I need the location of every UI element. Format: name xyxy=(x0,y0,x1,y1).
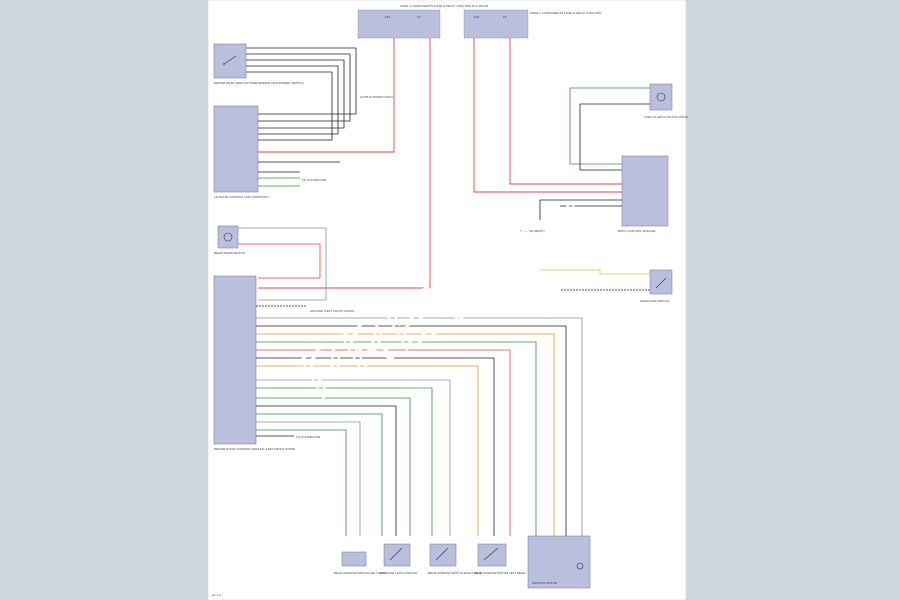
fuse-right-title: ZONE 1 COMPONENTS FUSE & RELAY JUNCTION xyxy=(530,11,601,15)
svg-text:GROUND (BODY): GROUND (BODY) xyxy=(520,229,545,233)
sensor-d-label: REAR WINDOW MOTOR LEFT REAR xyxy=(474,571,526,575)
headlamp-switch-label: HEADLAMP SWITCH xyxy=(640,299,669,303)
sensor-c xyxy=(429,543,457,567)
fuse-f2-label: F2 xyxy=(417,15,421,19)
svg-text:TO CONNECTOR: TO CONNECTOR xyxy=(302,178,327,182)
mirror-switch-label: DRIVER REAR VIEW OUTSIDE MIRROR ADJUSTME… xyxy=(214,81,304,85)
window-motor-label: WINDOW MOTOR xyxy=(532,581,558,585)
window-motor xyxy=(527,535,591,589)
fuse-box-left xyxy=(357,9,441,39)
sensor-a-label: REAR WINDOW SWITCH LEFT REAR xyxy=(334,571,387,575)
rear-wiper-label: REAR WIPER MOTOR xyxy=(214,251,246,255)
liftgate-module-label: LIFTGATE CONTROL UNIT (SUPPORT) xyxy=(214,195,269,199)
fuse-box-right xyxy=(463,9,529,39)
liftgate-module xyxy=(213,105,259,193)
headlamp-switch xyxy=(649,269,673,295)
sensor-a xyxy=(341,551,367,567)
lin-note: LIN BUS PRODUCTION xyxy=(360,95,393,99)
door-module-wires xyxy=(256,317,583,536)
fuel-flap-label: FUEL FILLER FLAP ACTUATOR xyxy=(644,115,689,119)
svg-text:TO CONNECTOR: TO CONNECTOR xyxy=(296,435,321,439)
driver-door-module xyxy=(213,275,257,445)
sensor-b-label: LIFTGATE LATCH SWITCH xyxy=(380,571,417,575)
fuse-f9-label: F9 xyxy=(503,15,507,19)
mirror-harness xyxy=(246,47,357,141)
rear-wiper-motor xyxy=(217,225,239,249)
sensor-d xyxy=(477,543,507,567)
body-module-label: BODY CONTROL MODULE xyxy=(618,229,656,233)
sensor-c-label: REAR WINDOW SWITCH RIGHT REAR xyxy=(428,571,483,575)
fuse-f51-label: F51 xyxy=(385,15,391,19)
fuse-f22-label: F22 xyxy=(474,15,480,19)
footer-code: A7 1.0 xyxy=(212,593,221,597)
power-feeds xyxy=(258,38,622,289)
fuel-flap-actuator xyxy=(649,83,673,111)
mirror-switch-box xyxy=(213,43,247,79)
sensor-b xyxy=(383,543,411,567)
door-module-label: DRIVER DOOR CONTROL MODULE (LEFT FRONT D… xyxy=(214,447,295,451)
body-control-module xyxy=(621,155,669,227)
svg-text:GROUND (LEFT FRONT DOOR): GROUND (LEFT FRONT DOOR) xyxy=(310,309,354,313)
fuse-left-title: ZONE 3 COMPONENTS FUSE & RELAY JUNCTION … xyxy=(400,4,489,8)
